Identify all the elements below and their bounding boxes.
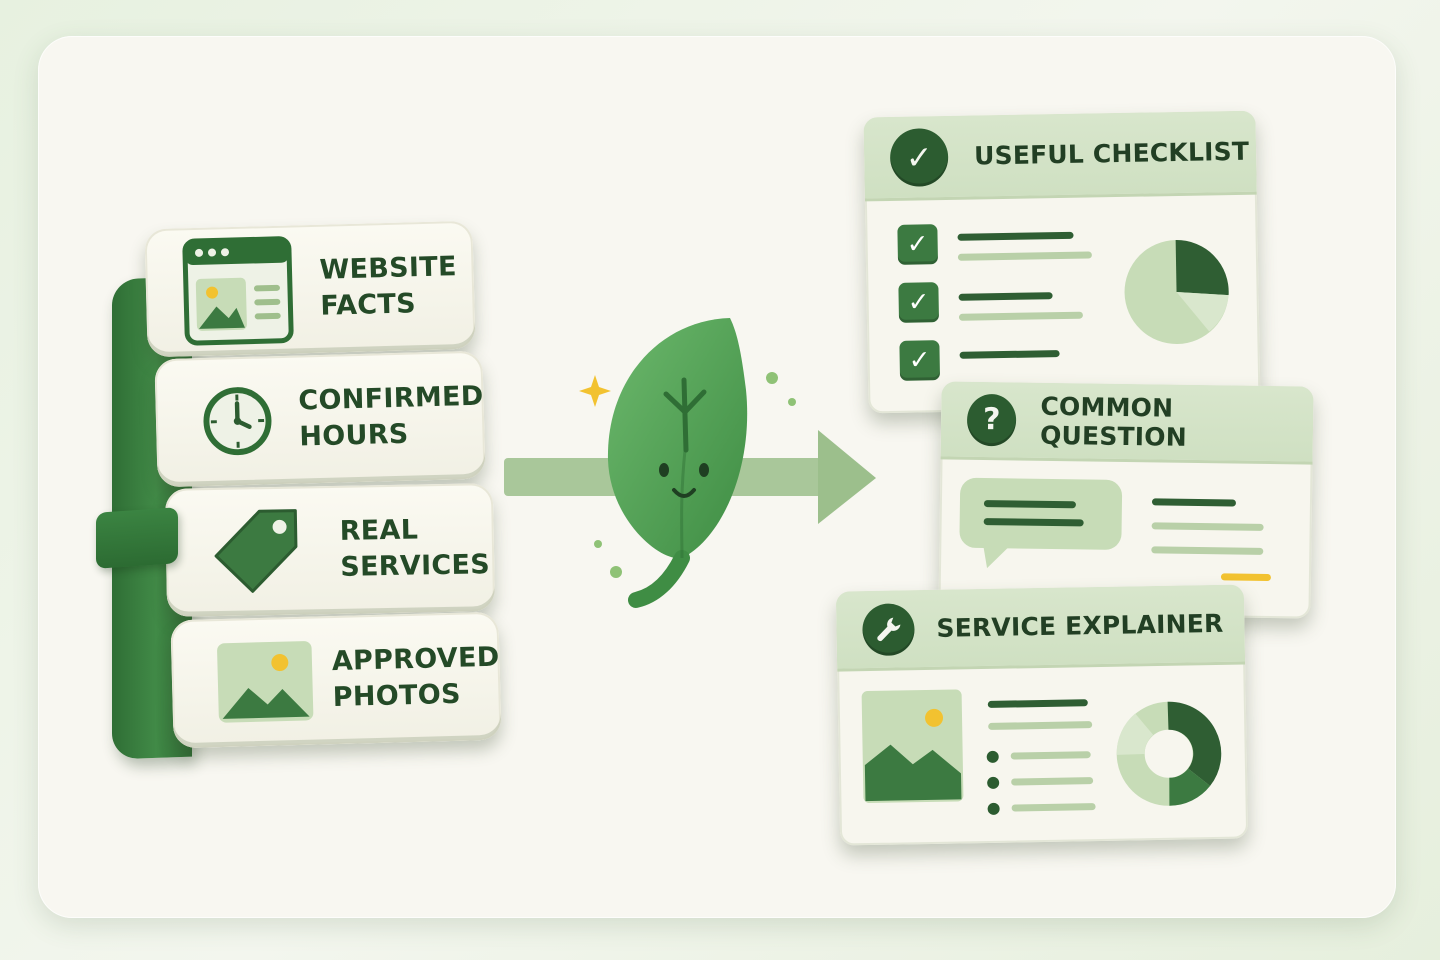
checklist-item: ✓ [897, 224, 939, 265]
photo-icon [861, 689, 964, 804]
text-line [959, 350, 1060, 359]
photo-icon [217, 641, 314, 723]
clock-icon [203, 387, 272, 456]
text-line [958, 292, 1053, 301]
pie-chart-icon [1124, 240, 1229, 345]
question-mark-icon: ? [966, 393, 1017, 446]
input-card-approved-photos: APPROVED PHOTOS [170, 611, 502, 749]
leaf-mascot-icon [607, 318, 748, 608]
price-tag-icon [214, 509, 298, 593]
speech-bubble-icon [959, 477, 1123, 569]
panel-title: SERVICE EXPLAINER [936, 608, 1224, 643]
binder-strap [96, 507, 178, 569]
text-line [1011, 777, 1094, 786]
checklist-item: ✓ [899, 340, 941, 381]
bullet-dot [987, 776, 1000, 789]
sparkle-icon [579, 375, 611, 407]
sparkle-dot [788, 398, 796, 406]
text-line [988, 721, 1093, 730]
sparkle-dot [610, 566, 622, 578]
input-card-website-facts: WEBSITE FACTS [144, 220, 476, 358]
text-line [958, 311, 1083, 321]
checklist-item: ✓ [898, 282, 940, 323]
panel-header: ? COMMON QUESTION [940, 381, 1314, 465]
checkbox-checked-icon: ✓ [898, 282, 940, 323]
input-card-confirmed-hours: CONFIRMED HOURS [154, 350, 486, 488]
highlight-line [1220, 573, 1271, 582]
browser-window-icon [182, 236, 294, 346]
text-line [957, 231, 1074, 241]
sparkle-dot [766, 372, 778, 384]
text-line [987, 699, 1088, 708]
input-label-confirmed-hours: CONFIRMED HOURS [298, 380, 484, 453]
text-line [957, 251, 1092, 261]
sparkle-dot [594, 540, 602, 548]
checkbox-checked-icon: ✓ [897, 224, 939, 265]
text-line [1151, 498, 1237, 507]
text-line [1010, 751, 1091, 760]
panel-title: COMMON QUESTION [1039, 391, 1188, 452]
input-card-real-services: REAL SERVICES [164, 483, 496, 617]
input-label-approved-photos: APPROVED PHOTOS [331, 641, 500, 714]
text-line [1151, 546, 1264, 555]
input-label-real-services: REAL SERVICES [339, 514, 491, 583]
panel-header: ✓ USEFUL CHECKLIST [863, 110, 1257, 202]
checkmark-icon: ✓ [889, 127, 949, 187]
panel-header: SERVICE EXPLAINER [835, 584, 1246, 672]
wrench-icon [862, 602, 915, 656]
bullet-dot [986, 750, 999, 763]
text-line [1151, 522, 1264, 531]
bullet-dot [987, 802, 1000, 815]
checkbox-checked-icon: ✓ [899, 340, 941, 381]
output-panel-service-explainer: SERVICE EXPLAINER [835, 584, 1249, 846]
donut-chart-icon [1116, 701, 1222, 806]
output-panel-common-question: ? COMMON QUESTION [938, 381, 1314, 619]
input-label-website-facts: WEBSITE FACTS [319, 251, 458, 322]
text-line [1011, 803, 1096, 812]
panel-title: USEFUL CHECKLIST [973, 136, 1250, 171]
output-panel-useful-checklist: ✓ USEFUL CHECKLIST ✓ ✓ ✓ [863, 110, 1261, 414]
